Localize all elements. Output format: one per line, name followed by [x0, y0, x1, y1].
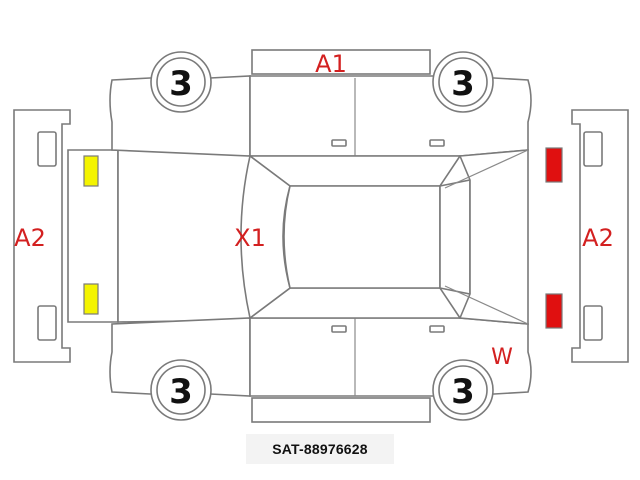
wheel-front-right: 3: [432, 51, 494, 113]
wheel-rear-left-value: 3: [169, 372, 193, 412]
mark-a1: A1: [315, 50, 347, 78]
wheel-front-right-value: 3: [451, 64, 475, 104]
right-bumper: [571, 109, 629, 363]
yellow-light-top: [83, 155, 99, 187]
mark-a2-right: A2: [582, 224, 614, 252]
vehicle-id-label: SAT-88976628: [246, 434, 394, 464]
mark-x1: X1: [234, 224, 266, 252]
bottom-roof-strip: [251, 397, 431, 423]
red-light-top: [545, 147, 563, 183]
left-bumper: [13, 109, 71, 363]
wheel-front-left: 3: [150, 51, 212, 113]
wheel-front-left-value: 3: [169, 64, 193, 104]
cabin: [240, 149, 529, 325]
wheel-rear-left: 3: [150, 359, 212, 421]
top-roof-strip: [251, 49, 431, 75]
wheel-rear-right-value: 3: [451, 372, 475, 412]
red-light-bottom: [545, 293, 563, 329]
mark-a2-left: A2: [14, 224, 46, 252]
wheel-rear-right: 3: [432, 359, 494, 421]
yellow-light-bottom: [83, 283, 99, 315]
mark-w: W: [491, 345, 513, 370]
